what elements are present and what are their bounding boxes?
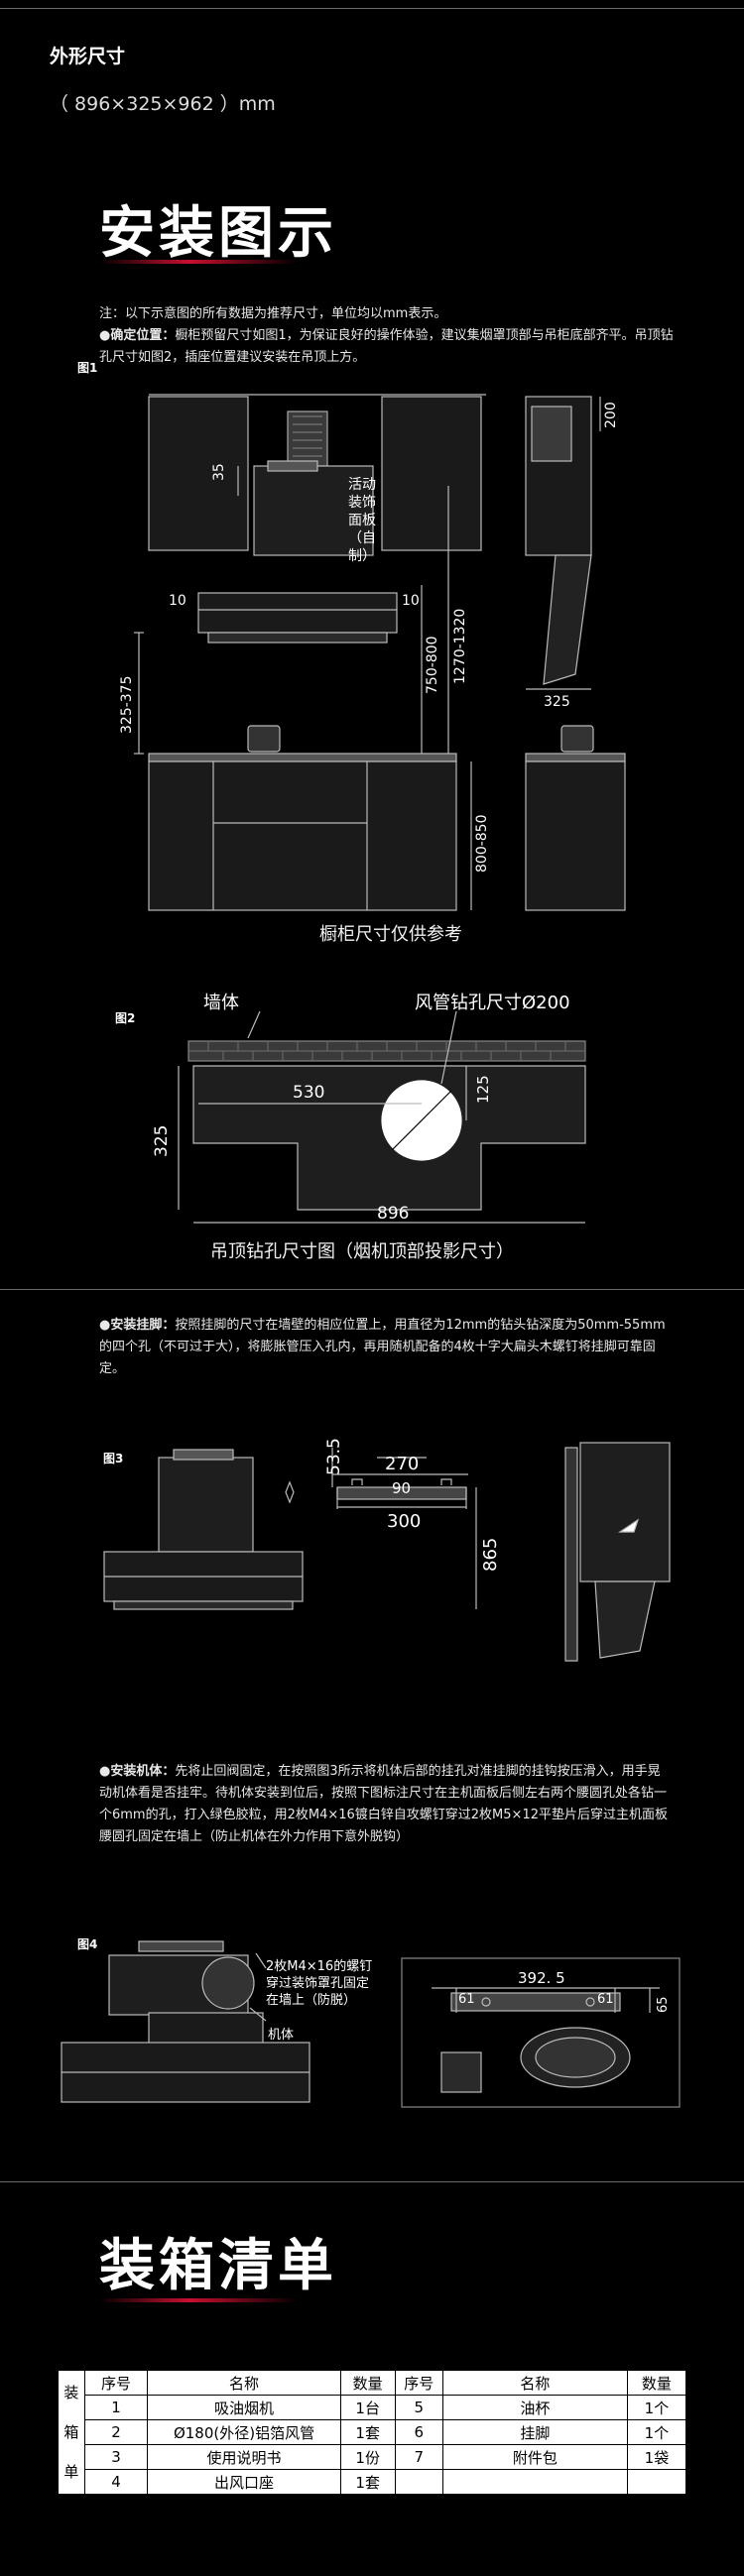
packing-section-title: 装箱清单 xyxy=(99,2234,337,2298)
header-name-1: 名称 xyxy=(147,2370,341,2396)
fig1-dim-200: 200 xyxy=(603,402,619,428)
step3-text: 先将止回阀固定，在按照图3所示将机体后部的挂孔对准挂脚的挂钩按压滑入，用手晃动机… xyxy=(99,1764,668,1844)
dimensions-title: 外形尺寸 xyxy=(50,46,126,67)
fig3-dim-270: 270 xyxy=(385,1454,419,1474)
header-name-2: 名称 xyxy=(441,2370,628,2396)
step2: ●安装挂脚：按照挂脚的尺寸在墙壁的相应位置上，用直径为12mm的钻头钻深度为50… xyxy=(99,1315,670,1380)
fig1-dim-750-800: 750-800 xyxy=(425,637,440,695)
fig2-label: 图2 xyxy=(115,1011,136,1025)
lower-divider xyxy=(0,2181,744,2182)
fig2-duct-hole-label: 风管钻孔尺寸Ø200 xyxy=(415,993,570,1013)
top-divider xyxy=(0,8,744,9)
header-qty-1: 数量 xyxy=(339,2370,396,2396)
fig1-dim-10-right: 10 xyxy=(402,593,420,609)
fig2-dim-125: 125 xyxy=(474,1075,492,1104)
fig3-dim-300: 300 xyxy=(387,1511,421,1532)
fig4-label: 图4 xyxy=(77,1937,98,1951)
fig4-dim-61-left: 61 xyxy=(458,1992,475,2007)
install-note: 注：以下示意图的所有数据为推荐尺寸，单位均以mm表示。 xyxy=(99,306,447,321)
fig3-bracket-diagram: 53.5 270 90 300 865 xyxy=(103,1438,671,1662)
fig2-wall-label: 墙体 xyxy=(203,993,239,1013)
fig3-dim-53-5: 53.5 xyxy=(324,1438,344,1475)
dimensions-value: （ 896×325×962 ）mm xyxy=(50,93,276,115)
fig1-panel-label: 活动装饰面板（自制） xyxy=(348,477,376,564)
fig4-dim-61-right: 61 xyxy=(597,1992,614,2007)
step1-label: ●确定位置： xyxy=(99,328,176,343)
fig1-caption: 橱柜尺寸仅供参考 xyxy=(319,924,462,945)
fig1-dim-800-850: 800-850 xyxy=(474,815,490,874)
fig3-dim-90: 90 xyxy=(392,1479,411,1497)
fig3-dim-865: 865 xyxy=(480,1538,501,1572)
fig2-dim-896: 896 xyxy=(377,1204,409,1224)
fig1-label: 图1 xyxy=(77,361,98,375)
install-title-underline xyxy=(99,260,298,264)
fig2-ceiling-drill-diagram: 墙体 风管钻孔尺寸Ø200 530 125 325 896 xyxy=(152,993,586,1224)
fig4-dim-392-5: 392. 5 xyxy=(518,1969,565,1987)
packing-title-underline xyxy=(99,2298,298,2302)
step2-text: 按照挂脚的尺寸在墙壁的相应位置上，用直径为12mm的钻头钻深度为50mm-55m… xyxy=(99,1318,666,1376)
mid-divider xyxy=(0,1289,744,1290)
header-seq-1: 序号 xyxy=(83,2370,149,2396)
fig1-dim-10-left: 10 xyxy=(169,593,186,609)
fig2-caption: 吊顶钻孔尺寸图（烟机顶部投影尺寸） xyxy=(210,1241,514,1262)
fig2-dim-530: 530 xyxy=(293,1083,324,1103)
fig1-dim-325-375: 325-375 xyxy=(119,676,135,735)
fig2-dim-325: 325 xyxy=(152,1125,172,1157)
packing-side-label: 装 箱 单 xyxy=(58,2370,85,2495)
step2-label: ●安装挂脚： xyxy=(99,1318,176,1333)
header-seq-2: 序号 xyxy=(394,2370,443,2396)
install-section-title: 安装图示 xyxy=(99,201,337,266)
fig1-cabinet-diagram: 35 活动装饰面板（自制） 10 10 325-375 750-800 1270… xyxy=(119,394,626,911)
step3-label: ●安装机体： xyxy=(99,1764,176,1779)
header-qty-2: 数量 xyxy=(626,2370,687,2396)
fig1-dim-325-side: 325 xyxy=(544,694,570,710)
fig4-body-mount-diagram: 2枚M4×16的螺钉穿过装饰罩孔固定在墙上（防脱） 机体 392. 5 61 6… xyxy=(61,1940,681,2108)
fig3-label: 图3 xyxy=(103,1452,124,1465)
fig1-dim-35: 35 xyxy=(211,463,227,481)
step1-text: 橱柜预留尺寸如图1，为保证良好的操作体验，建议集烟罩顶部与吊柜底部齐平。吊顶钻孔… xyxy=(99,328,674,365)
install-intro: 注：以下示意图的所有数据为推荐尺寸，单位均以mm表示。 ●确定位置：橱柜预留尺寸… xyxy=(99,303,675,369)
table-row: 装 箱 单 序号 名称 数量 序号 名称 数量 xyxy=(58,2370,687,2495)
fig4-dim-65: 65 xyxy=(656,1996,671,2013)
step3: ●安装机体：先将止回阀固定，在按照图3所示将机体后部的挂孔对准挂脚的挂钩按压滑入… xyxy=(99,1761,673,1848)
fig1-dim-1270-1320: 1270-1320 xyxy=(452,609,468,684)
fig4-screw-callout: 2枚M4×16的螺钉穿过装饰罩孔固定在墙上（防脱） xyxy=(266,1959,373,2008)
fig4-body-label: 机体 xyxy=(268,2028,294,2043)
